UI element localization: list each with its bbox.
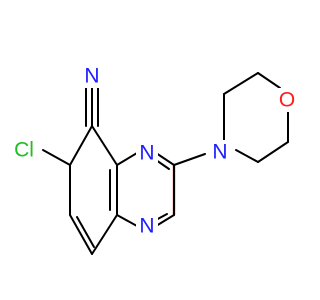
bond-c6-cl	[42, 149, 71, 166]
bond-cd-nmorph	[235, 149, 259, 163]
bond-c5-c5a	[91, 125, 118, 166]
bond-n4-c8a	[116, 214, 138, 227]
nitrile-nitrogen-label: N	[84, 65, 99, 88]
bond-ca-cb	[223, 72, 259, 95]
atom-labels: N Cl N N N O	[6, 64, 298, 238]
structure-canvas: N Cl N N N O	[6, 64, 298, 255]
chlorine-label: Cl	[14, 139, 34, 162]
bond-c8-c8a	[91, 214, 118, 255]
bond-cc-cd	[257, 141, 289, 163]
bond-cb-o	[257, 72, 281, 89]
molecule-drawing: N Cl N N N O	[6, 64, 298, 255]
ring-nitrogen-4-label: N	[139, 215, 154, 238]
bond-c2-nmorph	[173, 153, 206, 166]
bond-c7-c8-inner	[76, 216, 95, 248]
bond-n1-c2	[155, 152, 175, 166]
bonds	[42, 72, 289, 255]
morpholine-oxygen-label: O	[279, 89, 295, 112]
ring-nitrogen-1-label: N	[139, 142, 154, 165]
bond-n1-c2-inner	[155, 159, 170, 170]
bond-c5-c6	[69, 125, 93, 166]
bond-c7-c8	[69, 214, 93, 255]
bond-c4a-n1	[116, 152, 138, 166]
morpholine-nitrogen-label: N	[212, 141, 227, 164]
bond-c3-n4	[155, 214, 175, 227]
